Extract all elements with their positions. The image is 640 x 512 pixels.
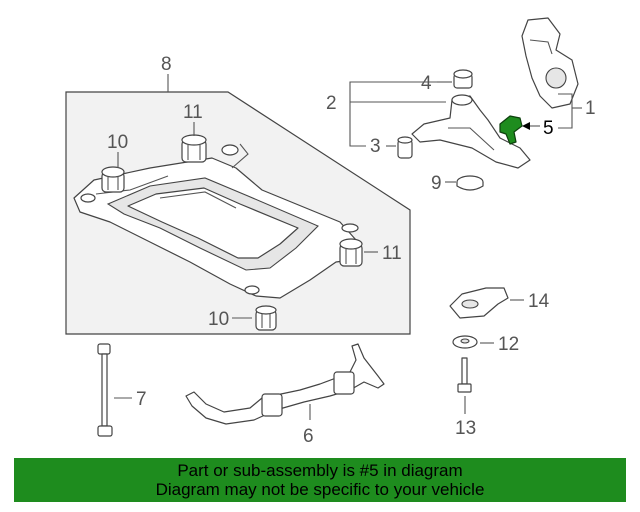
bushing-4[interactable] — [453, 69, 473, 89]
callout-6[interactable]: 6 — [303, 426, 314, 447]
callout-14[interactable]: 14 — [528, 291, 550, 312]
steering-knuckle[interactable] — [521, 17, 579, 109]
callout-10-upper[interactable]: 10 — [107, 132, 128, 153]
subframe-crossmember[interactable] — [73, 143, 359, 299]
callout-2[interactable]: 2 — [326, 93, 337, 114]
callout-7[interactable]: 7 — [136, 389, 147, 410]
cap-9[interactable] — [456, 175, 484, 191]
callout-13[interactable]: 13 — [455, 418, 476, 439]
info-banner: Part or sub-assembly is #5 in diagram Di… — [14, 458, 626, 502]
callout-8[interactable]: 8 — [161, 54, 172, 75]
callout-12[interactable]: 12 — [498, 334, 519, 355]
bushing-10-lower[interactable] — [255, 305, 277, 331]
highlighted-part-5[interactable] — [499, 115, 523, 145]
lower-control-arm[interactable] — [411, 94, 531, 169]
callout-10-lower[interactable]: 10 — [208, 309, 229, 330]
callout-11-lower[interactable]: 11 — [382, 243, 402, 264]
bushing-11-lower[interactable] — [339, 238, 363, 267]
banner-line-2: Diagram may not be specific to your vehi… — [155, 480, 485, 499]
bushing-10-upper[interactable] — [101, 166, 125, 193]
washer-12[interactable] — [452, 335, 478, 349]
callout-11-upper[interactable]: 11 — [183, 102, 203, 123]
stabilizer-link-7[interactable] — [97, 343, 113, 437]
mount-bracket-14[interactable] — [449, 287, 509, 319]
bushing-3[interactable] — [397, 136, 413, 159]
bolt-13[interactable] — [457, 357, 472, 393]
banner-line-1: Part or sub-assembly is #5 in diagram — [177, 461, 463, 480]
stabilizer-bar-6[interactable] — [185, 343, 385, 425]
callout-1[interactable]: 1 — [585, 98, 596, 119]
callout-3[interactable]: 3 — [370, 136, 381, 157]
callout-4[interactable]: 4 — [421, 73, 432, 94]
callout-5[interactable]: 5 — [543, 118, 554, 139]
callout-9[interactable]: 9 — [431, 173, 442, 194]
bushing-11-upper[interactable] — [181, 134, 207, 163]
